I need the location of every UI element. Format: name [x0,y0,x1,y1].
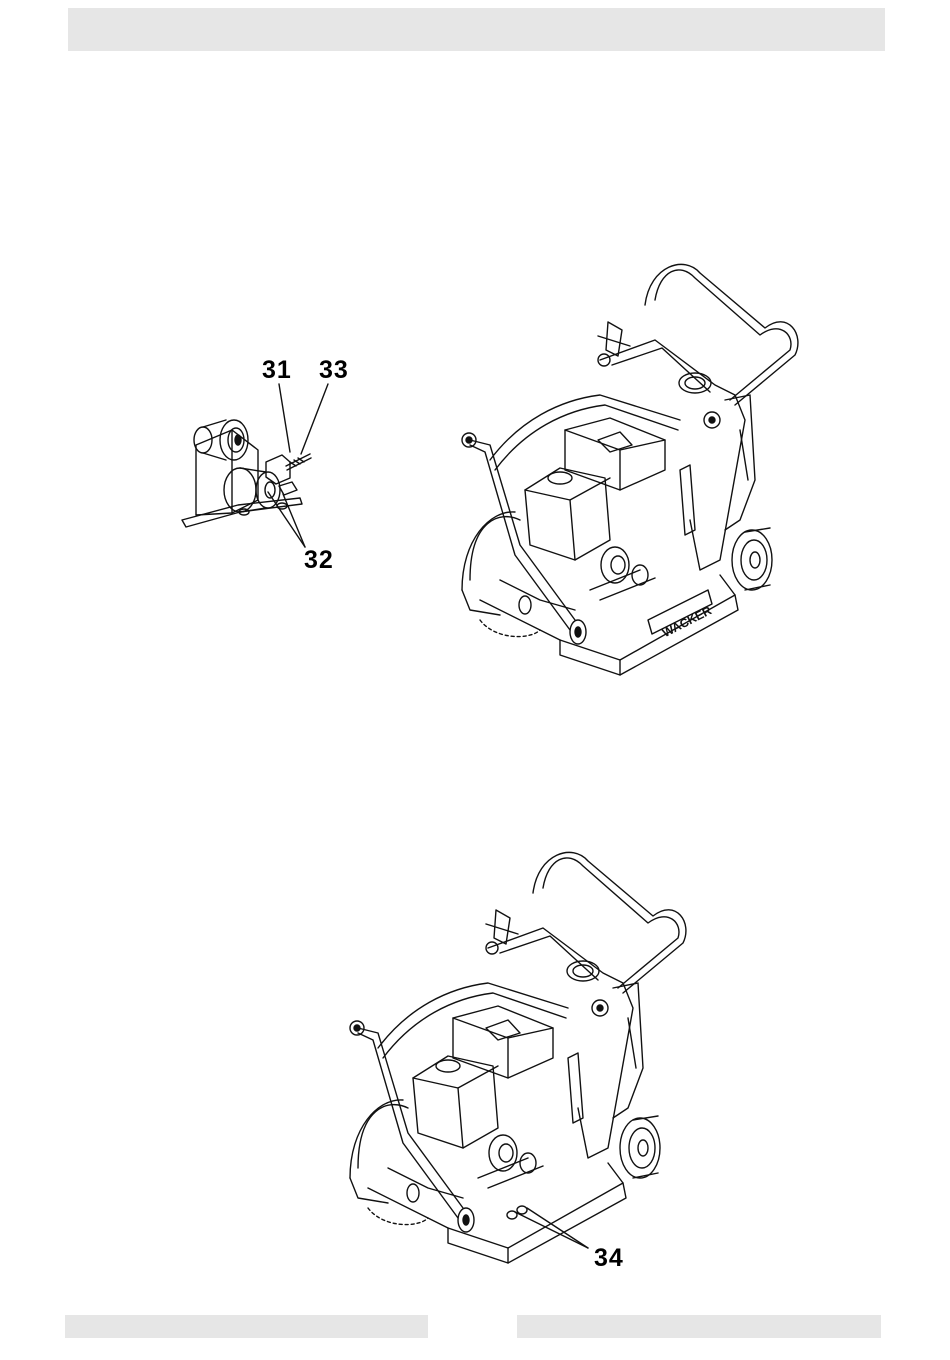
footer-bar-right [517,1315,881,1338]
brand-label: WACKER [660,603,714,640]
saw-machine-drawing-1: WACKER [462,264,798,675]
callout-33: 33 [319,356,349,385]
callout-32: 32 [304,546,334,575]
callout-34: 34 [594,1244,624,1273]
saw-machine-drawing-2 [350,852,686,1263]
callout-34-leaders [515,1208,588,1248]
footer-bar-left [65,1315,428,1338]
callout-31: 31 [262,356,292,385]
bearing-detail-drawing [182,384,328,547]
